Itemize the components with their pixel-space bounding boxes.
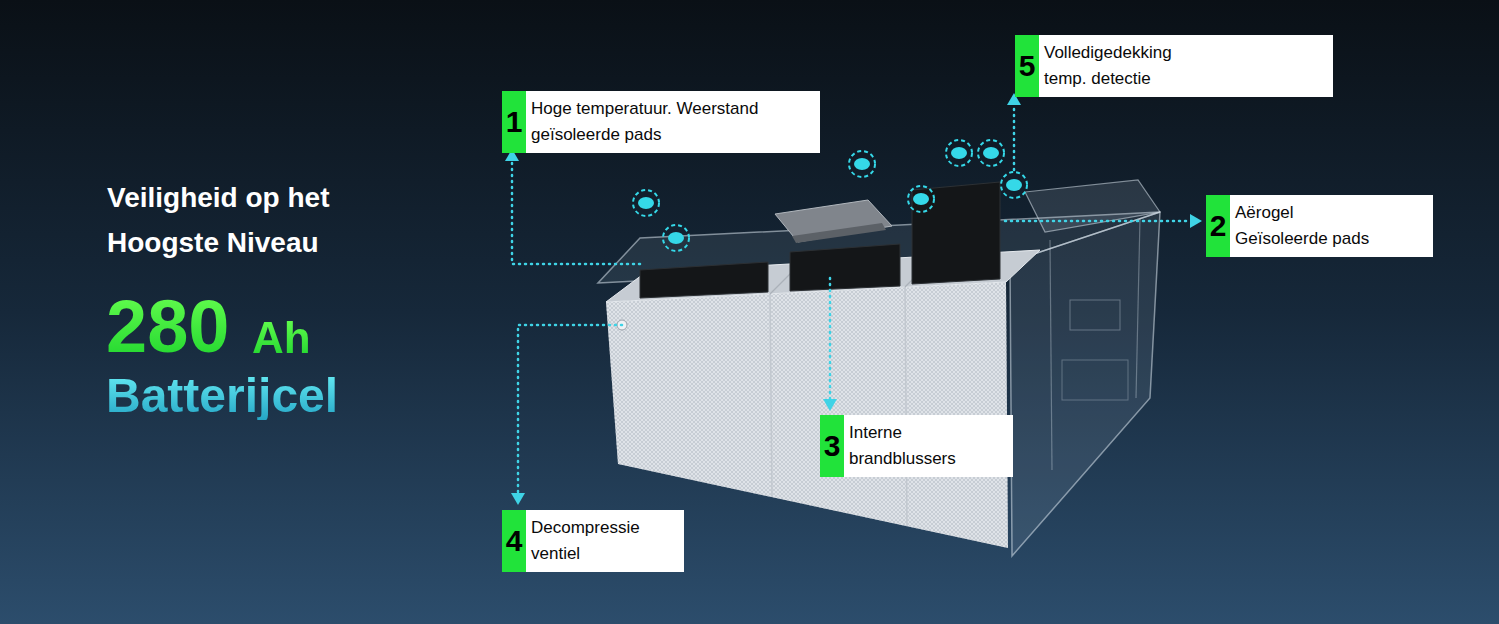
callout-label: Decompressie ventiel bbox=[531, 515, 666, 567]
callout-number: 5 bbox=[1019, 51, 1036, 81]
callout-body: Decompressie ventiel bbox=[526, 510, 672, 572]
sensor-markers-part bbox=[1001, 172, 1027, 198]
sensor-markers-part bbox=[854, 158, 870, 170]
callout-box: 2 Aërogel Geïsoleerde pads bbox=[1206, 195, 1433, 257]
sensor-markers-part bbox=[663, 225, 689, 251]
sensor-markers-part bbox=[633, 190, 659, 216]
callout-label: Volledigedekking temp. detectie bbox=[1044, 40, 1204, 92]
sensor-markers-part bbox=[668, 232, 684, 244]
bms-board-part bbox=[775, 200, 892, 242]
leader-lines-part bbox=[829, 278, 832, 399]
sensor-markers-part bbox=[946, 140, 972, 166]
leader-lines-part bbox=[1005, 220, 1190, 223]
number-tab: 3 bbox=[820, 415, 844, 477]
sensor-markers-part bbox=[983, 147, 999, 159]
callout-label: Hoge temperatuur. Weerstand geïsoleerde … bbox=[531, 96, 759, 148]
sensor-markers-part bbox=[849, 151, 875, 177]
callout-box: 3 Interne brandblussers bbox=[820, 415, 1013, 477]
sensor-markers-part bbox=[638, 197, 654, 209]
bms-board bbox=[775, 200, 892, 243]
housing-part bbox=[1070, 300, 1120, 330]
housing-part bbox=[1050, 240, 1052, 470]
callout-box: 4 Decompressie ventiel bbox=[502, 510, 684, 572]
leader-lines bbox=[512, 104, 1190, 493]
callout-label: Interne brandblussers bbox=[849, 420, 971, 472]
capacity-text: Ah bbox=[252, 316, 311, 360]
leader-arrowheads bbox=[505, 93, 1202, 505]
cell-block bbox=[606, 250, 1040, 548]
callout-number: 3 bbox=[824, 431, 841, 461]
sensor-markers-part bbox=[1006, 179, 1022, 191]
callout-box: 1 Hoge temperatuur. Weerstand geïsoleerde… bbox=[502, 91, 820, 153]
sensor-markers-part bbox=[951, 147, 967, 159]
callout-number: 2 bbox=[1210, 211, 1227, 241]
number-tab: 4 bbox=[502, 510, 526, 572]
housing bbox=[598, 180, 1160, 556]
callout-box: 5 Volledigedekking temp. detectie bbox=[1015, 35, 1333, 97]
insulation-pads-part bbox=[912, 182, 1000, 284]
capacity-text: 280 bbox=[106, 290, 229, 364]
insulation-pads-part bbox=[640, 262, 768, 298]
insulation-pads-part bbox=[790, 244, 900, 291]
sensor-markers bbox=[633, 140, 1027, 251]
insulation-pads bbox=[640, 182, 1000, 298]
callout-number: 4 bbox=[506, 526, 523, 556]
leader-arrowheads-part bbox=[1190, 214, 1202, 228]
leader-arrowheads-part bbox=[823, 399, 837, 411]
heading: Veiligheid op het Hoogste Niveau bbox=[107, 175, 407, 265]
callout-label: Aërogel Geïsoleerde pads bbox=[1235, 200, 1385, 252]
callout-body: Volledigedekking temp. detectie bbox=[1039, 35, 1210, 97]
leader-lines-part bbox=[1013, 104, 1016, 170]
housing-part bbox=[1136, 218, 1140, 398]
cell-block-part bbox=[770, 294, 772, 497]
leader-lines-part bbox=[512, 158, 640, 264]
housing-part bbox=[1062, 360, 1128, 400]
cell-block-part bbox=[905, 287, 907, 526]
sensor-markers-part bbox=[908, 186, 934, 212]
callout-body: Interne brandblussers bbox=[844, 415, 977, 477]
callout-body: Hoge temperatuur. Weerstand geïsoleerde … bbox=[526, 91, 765, 153]
leader-lines-part bbox=[518, 325, 622, 493]
capacity-text: Batterijcel bbox=[106, 372, 338, 420]
number-tab: 5 bbox=[1015, 35, 1039, 97]
leader-arrowheads-part bbox=[511, 493, 525, 505]
number-tab: 2 bbox=[1206, 195, 1230, 257]
sensor-markers-part bbox=[978, 140, 1004, 166]
callout-number: 1 bbox=[506, 107, 523, 137]
housing-part bbox=[1010, 212, 1160, 556]
number-tab: 1 bbox=[502, 91, 526, 153]
callout-body: Aërogel Geïsoleerde pads bbox=[1230, 195, 1391, 257]
bms-board-part bbox=[792, 223, 886, 243]
sensor-markers-part bbox=[913, 193, 929, 205]
